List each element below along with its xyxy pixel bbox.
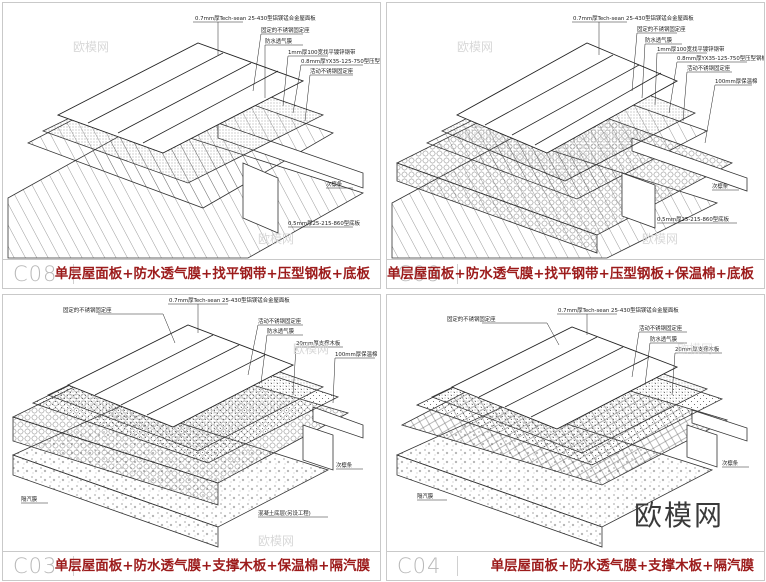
label-purlin: 次檩条 xyxy=(336,461,353,469)
watermark: 欧模网 xyxy=(293,342,329,356)
label-sliding-clip: 活动不锈钢固定座 xyxy=(639,324,683,332)
concrete-base-side xyxy=(12,454,219,548)
purlin xyxy=(691,409,748,442)
purlin xyxy=(312,406,364,439)
insulation-wool-side xyxy=(396,162,598,254)
watermark: 欧模网 xyxy=(258,232,294,246)
label-concrete: 混凝土底层(另设工程) xyxy=(258,509,311,517)
drawing-title: 单层屋面板+防水透气膜+找平钢带+压型钢板+保温棉+底板 xyxy=(386,266,754,282)
label-vapour-barrier: 隔汽膜 xyxy=(21,495,38,503)
drawing-title: 单层屋面板+防水透气膜+支撑木板+保温棉+隔汽膜 xyxy=(54,558,370,574)
panel-c08: 0.7mm厚Tech-sean 25-430型铝镁锰合金屋面板 固定的不锈钢固定… xyxy=(2,2,381,289)
diagram-c09: 0.7mm厚Tech-sean 25-430型铝镁锰合金屋面板 固定的不锈钢固定… xyxy=(391,14,764,259)
label-roof-sheet: 0.7mm厚Tech-sean 25-430型铝镁锰合金屋面板 xyxy=(558,306,679,314)
label-vapour-barrier: 隔汽膜 xyxy=(417,492,434,500)
drawing-code: C03 xyxy=(13,554,58,578)
label-sliding-clip: 活动不锈钢固定座 xyxy=(258,317,302,325)
label-steel-strip: 1mm厚100宽找平镀锌钢带 xyxy=(288,48,356,56)
label-purlin: 次檩条 xyxy=(712,182,729,190)
label-membrane: 防水透气膜 xyxy=(265,37,293,45)
purlin xyxy=(302,424,334,471)
divider xyxy=(73,556,74,576)
label-membrane: 防水透气膜 xyxy=(267,327,295,335)
divider xyxy=(457,556,458,576)
roof-sheet xyxy=(455,42,679,154)
label-fixed-clip: 固定的不锈钢固定座 xyxy=(637,25,686,33)
drawing-title: 单层屋面板+防水透气膜+找平钢带+压型钢板+底板 xyxy=(54,266,370,282)
label-liner: 0.5mm厚25-215-860型底板 xyxy=(288,219,361,227)
label-fixed-clip: 固定的不锈钢固定座 xyxy=(447,315,496,323)
divider xyxy=(73,264,74,284)
label-support-board: 20mm厚支撑木板 xyxy=(296,339,341,347)
label-roof-sheet: 0.7mm厚Tech-sean 25-430型铝镁锰合金屋面板 xyxy=(573,14,694,22)
drawing-title: 单层屋面板+防水透气膜+支撑木板+隔汽膜 xyxy=(490,558,754,574)
concrete-base-side xyxy=(396,454,603,548)
label-sliding-clip: 活动不锈钢固定座 xyxy=(687,64,731,72)
diagram-c04: 0.7mm厚Tech-sean 25-430型铝镁锰合金屋面板 固定的不锈钢固定… xyxy=(395,306,749,548)
roof-sheet xyxy=(56,42,305,154)
label-roof-sheet: 0.7mm厚Tech-sean 25-430型铝镁锰合金屋面板 xyxy=(169,296,290,304)
label-steel-strip: 1mm厚100宽找平镀锌钢带 xyxy=(657,45,725,53)
label-roof-sheet: 0.7mm厚Tech-sean 25-430型铝镁锰合金屋面板 xyxy=(195,14,316,22)
label-insulation: 100mm厚保温棉 xyxy=(335,350,377,358)
label-liner: 0.5mm厚25-215-860型底板 xyxy=(657,215,730,223)
label-steel-deck: 0.8mm厚YX35-125-750型压型钢板 xyxy=(301,57,380,65)
watermark: 欧模网 xyxy=(642,232,678,246)
label-fixed-clip: 固定的不锈钢固定座 xyxy=(63,306,112,314)
caption-row: C04 单层屋面板+防水透气膜+支撑木板+隔汽膜 xyxy=(387,551,764,580)
drawing-code: C09 xyxy=(397,262,442,286)
purlin xyxy=(631,137,748,192)
panel-c03: 0.7mm厚Tech-sean 25-430型铝镁锰合金屋面板 固定的不锈钢固定… xyxy=(2,294,381,581)
caption-row: C08 单层屋面板+防水透气膜+找平钢带+压型钢板+底板 xyxy=(3,259,380,288)
label-purlin: 次檩条 xyxy=(722,459,739,467)
label-fixed-clip: 固定的不锈钢固定座 xyxy=(261,26,310,34)
panel-c04: 0.7mm厚Tech-sean 25-430型铝镁锰合金屋面板 固定的不锈钢固定… xyxy=(386,294,765,581)
watermark: 欧模网 xyxy=(258,534,294,548)
divider xyxy=(457,264,458,284)
roof-sheet xyxy=(66,324,295,428)
label-sliding-clip: 活动不锈钢固定座 xyxy=(310,67,354,75)
purlin xyxy=(621,172,656,229)
watermark-logo: 欧模网 xyxy=(633,499,724,532)
diagram-c08: 0.7mm厚Tech-sean 25-430型铝镁锰合金屋面板 固定的不锈钢固定… xyxy=(7,14,380,259)
watermark: 欧模网 xyxy=(73,40,109,54)
drawing-code: C08 xyxy=(13,262,58,286)
watermark: 欧模网 xyxy=(457,40,493,54)
diagram-c03: 0.7mm厚Tech-sean 25-430型铝镁锰合金屋面板 固定的不锈钢固定… xyxy=(11,296,377,548)
roof-sheet xyxy=(450,326,679,430)
label-support-board: 20mm厚支撑木板 xyxy=(675,345,720,353)
caption-row: C03 单层屋面板+防水透气膜+支撑木板+保温棉+隔汽膜 xyxy=(3,551,380,580)
purlin xyxy=(242,162,279,234)
label-insulation: 100mm厚保温棉 xyxy=(715,77,757,85)
caption-row: C09 单层屋面板+防水透气膜+找平钢带+压型钢板+保温棉+底板 xyxy=(387,259,764,288)
label-purlin: 次檩条 xyxy=(326,180,343,188)
label-membrane: 防水透气膜 xyxy=(650,335,678,343)
drawing-code: C04 xyxy=(397,554,442,578)
watermark: 欧模网 xyxy=(677,342,713,356)
insulation-wool-side xyxy=(12,416,219,506)
label-membrane: 防水透气膜 xyxy=(645,36,673,44)
purlin xyxy=(686,424,718,468)
label-steel-deck: 0.8mm厚YX35-125-750型压型钢板 xyxy=(677,54,764,62)
panel-c09: 0.7mm厚Tech-sean 25-430型铝镁锰合金屋面板 固定的不锈钢固定… xyxy=(386,2,765,289)
